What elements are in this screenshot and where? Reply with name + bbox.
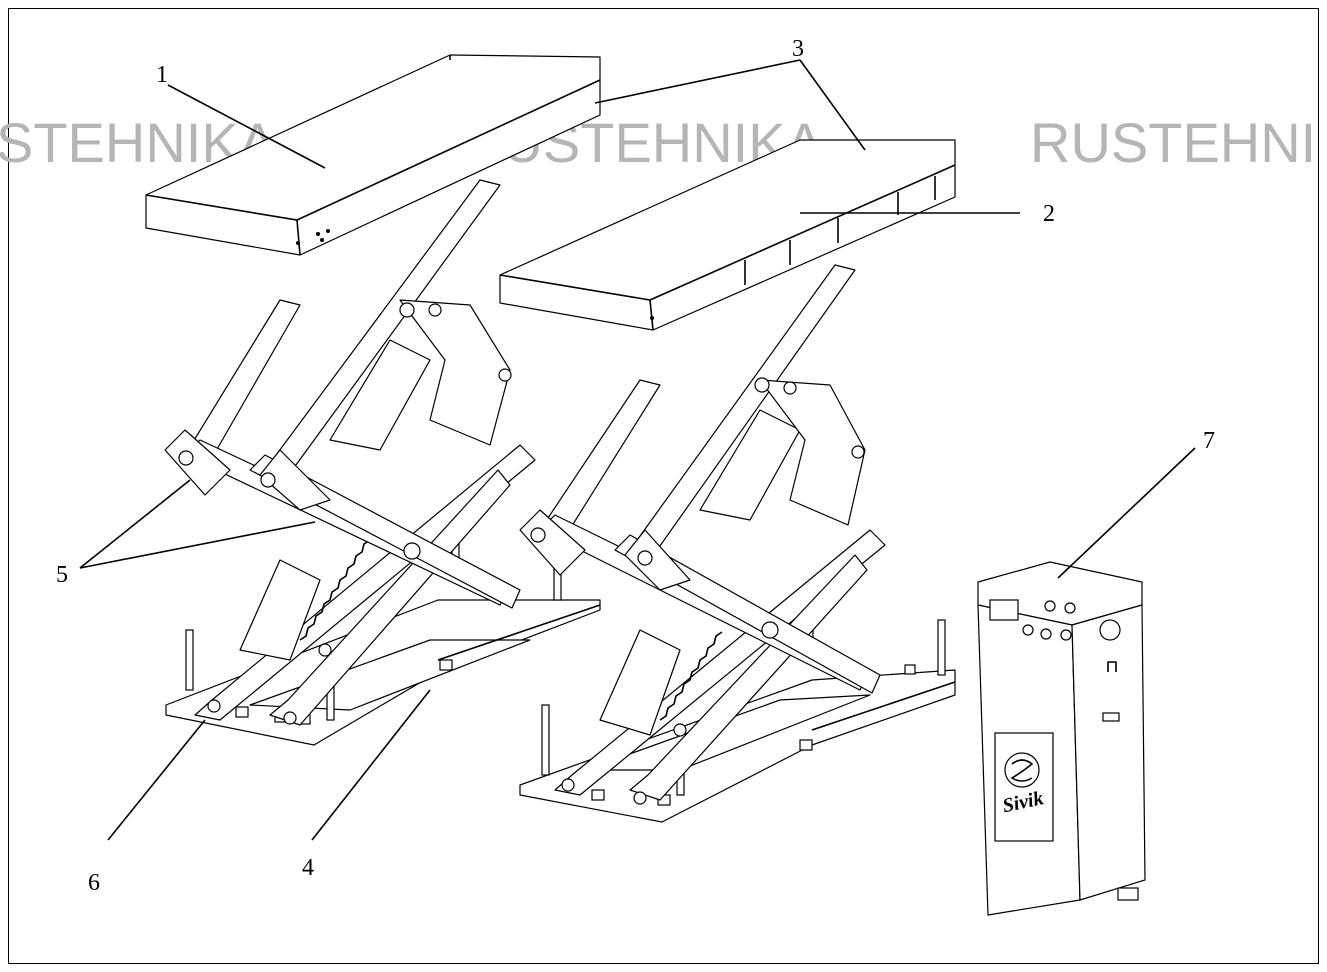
handle bbox=[1107, 661, 1117, 672]
right-knee-link bbox=[759, 379, 866, 526]
main-switch bbox=[1099, 619, 1121, 641]
left-cylinder-upper bbox=[329, 339, 431, 451]
left-cylinder-lower bbox=[239, 559, 321, 661]
figure-frame bbox=[8, 8, 1319, 964]
callout-1: 1 bbox=[156, 62, 168, 88]
right-platform-body bbox=[499, 139, 956, 331]
left-safety-rack bbox=[299, 531, 373, 641]
right-lower-arm-b bbox=[629, 554, 868, 801]
leader-3b bbox=[799, 59, 866, 151]
control-button-3 bbox=[1022, 624, 1034, 636]
left-lower-arm-b bbox=[269, 469, 511, 726]
right-pivot-pins bbox=[530, 377, 865, 805]
left-knee-link bbox=[399, 299, 511, 446]
right-safety-rack bbox=[659, 631, 723, 721]
brand-logo-icon bbox=[1004, 752, 1040, 788]
callout-5: 5 bbox=[56, 562, 68, 588]
control-button-4 bbox=[1040, 628, 1052, 640]
right-lift bbox=[499, 139, 956, 823]
left-platform bbox=[145, 54, 601, 256]
callout-numbers: 1 2 3 4 5 6 7 bbox=[56, 36, 1215, 896]
left-knee-b bbox=[259, 449, 331, 511]
callout-6: 6 bbox=[88, 870, 100, 896]
right-platform bbox=[499, 139, 956, 331]
control-box-side bbox=[1071, 604, 1146, 901]
left-pivot-pins bbox=[178, 302, 512, 725]
right-knee-a bbox=[519, 509, 586, 576]
leader-lines bbox=[79, 59, 1196, 841]
right-knee-b bbox=[624, 529, 691, 591]
control-box: Sivik bbox=[977, 561, 1146, 916]
vent-slot bbox=[1102, 712, 1120, 722]
right-cylinder-lower bbox=[599, 629, 681, 736]
leader-7 bbox=[1057, 447, 1196, 579]
control-box-foot bbox=[1117, 887, 1139, 901]
control-button-5 bbox=[1060, 629, 1072, 641]
watermark-right: RUSTEHNI bbox=[1030, 111, 1316, 174]
control-display bbox=[989, 599, 1019, 621]
leader-5a bbox=[79, 479, 191, 569]
leader-4 bbox=[311, 689, 431, 841]
leader-3a bbox=[594, 59, 801, 104]
left-knee-a bbox=[164, 429, 231, 496]
control-button-2 bbox=[1064, 602, 1076, 614]
control-button-1 bbox=[1044, 600, 1056, 612]
callout-4: 4 bbox=[302, 855, 314, 881]
leader-6 bbox=[107, 719, 206, 841]
watermark: STEHNIKA RUSTEHNIKA RUSTEHNI bbox=[0, 111, 1316, 174]
callout-3: 3 bbox=[792, 36, 804, 62]
callout-7: 7 bbox=[1203, 428, 1215, 454]
leader-1 bbox=[167, 84, 326, 169]
callout-2: 2 bbox=[1043, 201, 1055, 227]
left-lift bbox=[145, 54, 601, 746]
leader-5b bbox=[79, 521, 316, 569]
